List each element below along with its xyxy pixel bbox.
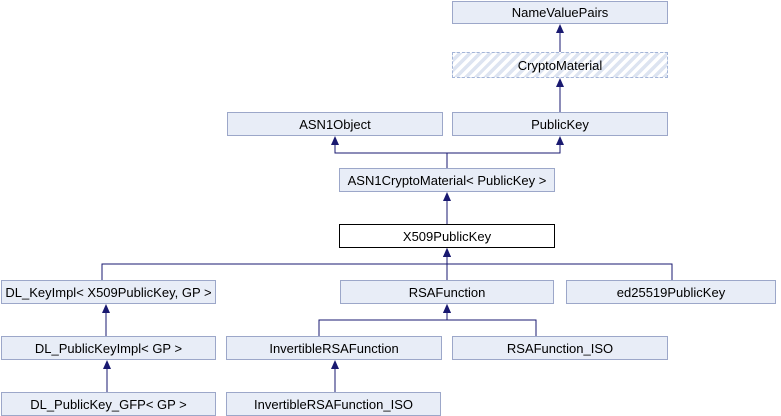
- class-node-InvertibleRSAFunction[interactable]: InvertibleRSAFunction: [226, 336, 442, 360]
- class-node-PublicKey[interactable]: PublicKey: [452, 112, 668, 136]
- inheritance-arrow-DL_KeyImpl-to-X509PublicKey: [101, 248, 451, 280]
- inheritance-arrow-ASN1CryptoMaterial-to-ASN1Object: [331, 136, 448, 168]
- inheritance-arrow-RSAFunction_ISO-to-RSAFunction: [443, 304, 537, 336]
- class-node-DL_PublicKeyImpl[interactable]: DL_PublicKeyImpl< GP >: [1, 336, 216, 360]
- class-node-X509PublicKey: X509PublicKey: [339, 224, 555, 248]
- class-node-RSAFunction[interactable]: RSAFunction: [340, 280, 554, 304]
- inheritance-arrow-InvertibleRSAFunction-to-RSAFunction: [318, 304, 451, 336]
- inheritance-arrow-ASN1CryptoMaterial-to-PublicKey: [446, 136, 564, 168]
- class-node-RSAFunction_ISO[interactable]: RSAFunction_ISO: [452, 336, 668, 360]
- class-node-NameValuePairs[interactable]: NameValuePairs: [452, 1, 668, 24]
- inheritance-arrow-ed25519PublicKey-to-X509PublicKey: [443, 248, 673, 280]
- class-node-DL_KeyImpl[interactable]: DL_KeyImpl< X509PublicKey, GP >: [1, 280, 216, 304]
- class-node-CryptoMaterial[interactable]: CryptoMaterial: [452, 52, 668, 78]
- class-node-ASN1CryptoMaterial[interactable]: ASN1CryptoMaterial< PublicKey >: [339, 168, 555, 192]
- class-node-InvertibleRSAFunction_ISO[interactable]: InvertibleRSAFunction_ISO: [226, 392, 441, 416]
- class-node-DL_PublicKey_GFP[interactable]: DL_PublicKey_GFP< GP >: [1, 392, 216, 416]
- class-node-ed25519PublicKey[interactable]: ed25519PublicKey: [566, 280, 776, 304]
- class-node-ASN1Object[interactable]: ASN1Object: [227, 112, 443, 136]
